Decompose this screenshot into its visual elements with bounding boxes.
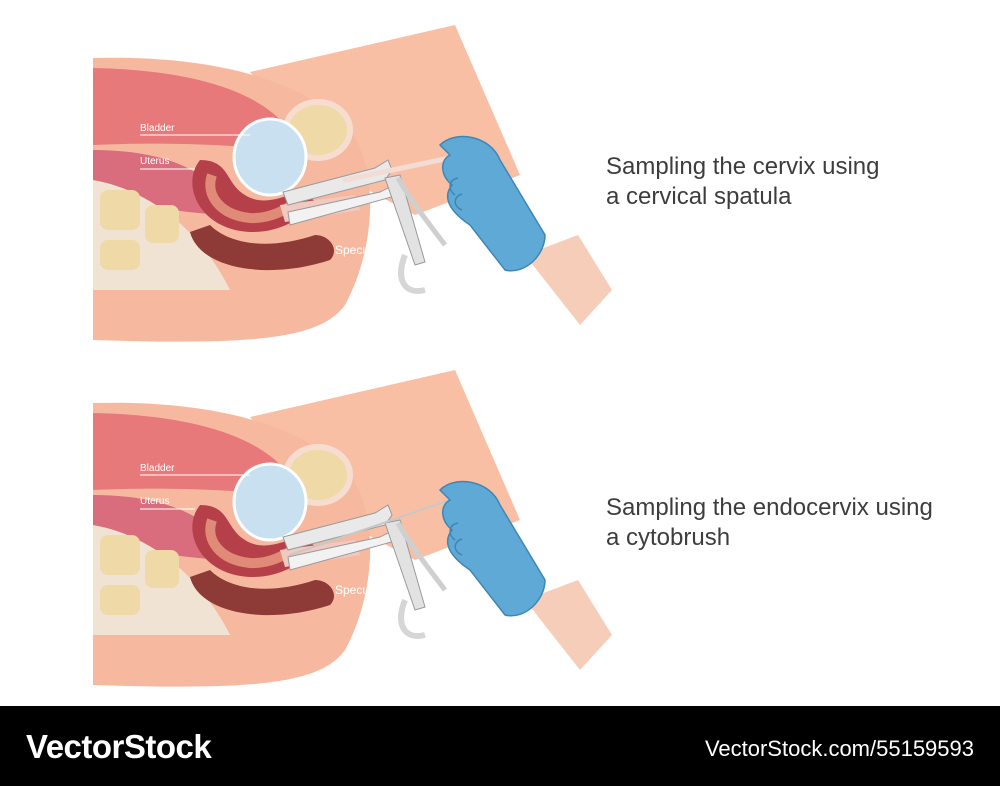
anatomy-illustration: Bladder Uterus Speculum [93,370,612,687]
glove-fingers [449,177,463,211]
forearm [525,580,612,670]
caption-line-2: a cytobrush [606,524,731,551]
speculum-hook [398,253,426,294]
brand-logo: VectorStock [26,728,212,765]
bladder-label: Bladder [140,123,175,134]
image-url: VectorStock.com/55159593 [704,736,974,761]
rectum [190,570,335,616]
panel-cervical-spatula: Bladder Uterus Speculum Sampling the cer… [0,0,1000,345]
caption-line-2: a cervical spatula [606,183,792,210]
anatomy-illustration: Bladder Uterus Speculum [93,25,612,342]
uterus-label: Uterus [140,496,169,507]
speculum-hook [398,598,426,639]
vertebra [100,190,140,230]
caption-line-1: Sampling the endocervix using [606,494,933,521]
uterus-label: Uterus [140,156,169,167]
bladder [232,462,308,542]
forearm [525,235,612,325]
gloved-hand [438,135,546,272]
speculum-handle [384,519,426,611]
gloved-hand [438,480,546,617]
speculum-lever [395,176,447,247]
caption-line-1: Sampling the cervix using [606,153,880,180]
speculum-upper-blade [282,504,393,551]
speculum-handle [384,174,426,266]
panel-cytobrush: Bladder Uterus Speculum Sampling the end… [0,345,1000,690]
bladder [232,117,308,197]
glove-fingers [449,522,463,556]
panel-caption: Sampling the cervix using a cervical spa… [606,152,986,212]
vertebra [145,550,179,588]
panel-caption: Sampling the endocervix using a cytobrus… [606,493,986,553]
vertebra [100,535,140,575]
rectum [190,225,335,271]
bladder-label: Bladder [140,463,175,474]
speculum-label: Speculum [335,583,388,597]
vertebra [100,585,140,615]
vertebra [100,240,140,270]
watermark-footer: VectorStock VectorStock.com/55159593 [0,706,1000,786]
speculum-lever [395,521,447,592]
vertebra [145,205,179,243]
speculum-label: Speculum [335,243,388,257]
